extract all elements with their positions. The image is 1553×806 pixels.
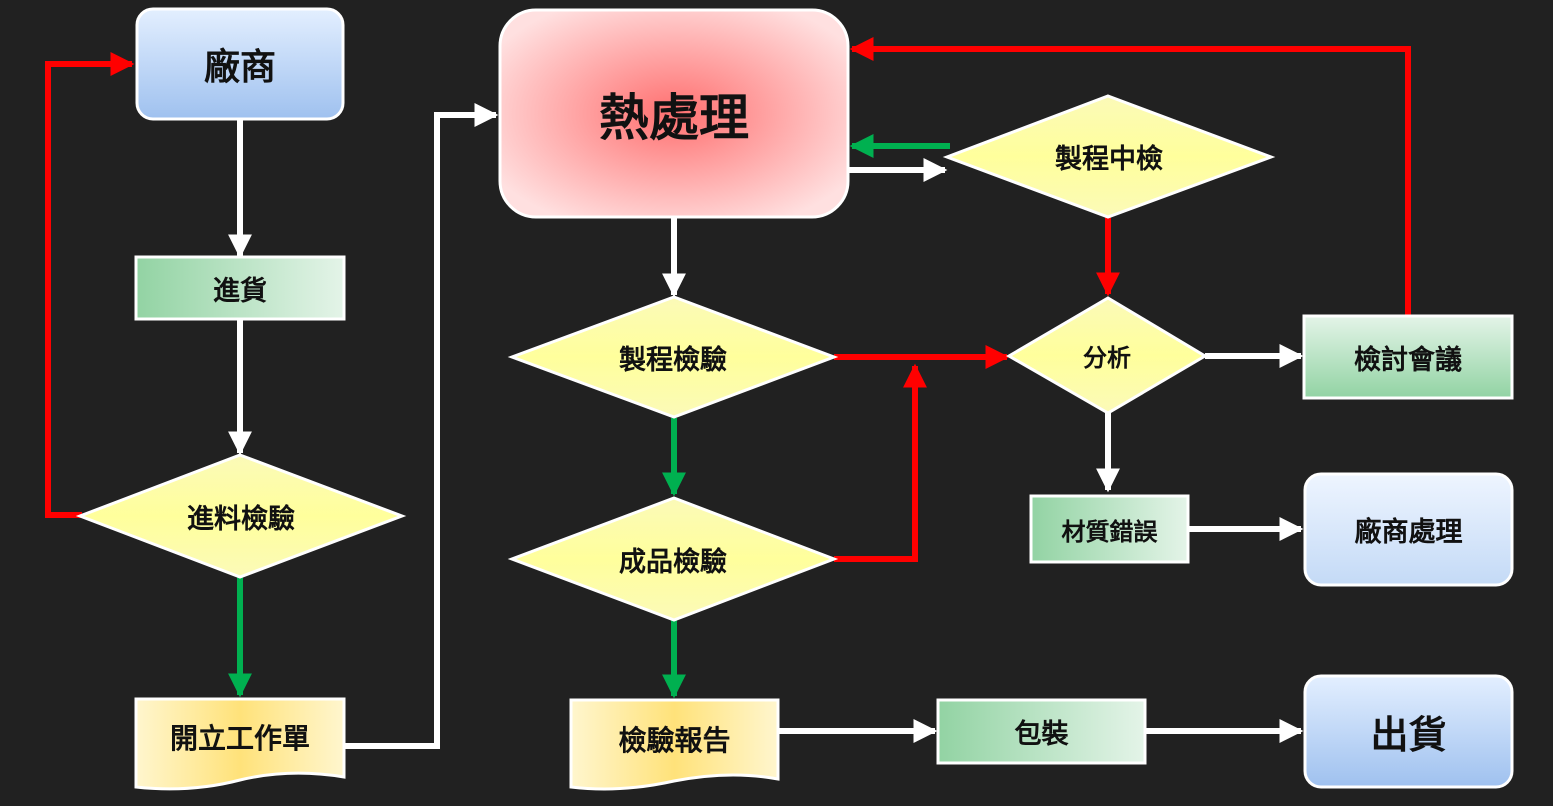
process-inspection-diamond	[507, 295, 839, 419]
material-error-box	[1029, 494, 1190, 564]
analysis-diamond	[1006, 296, 1208, 415]
in-process-check-diamond	[942, 94, 1276, 219]
supplier-box	[135, 7, 345, 121]
arrow-work-order-to-heat-treatment	[344, 103, 499, 749]
arrow-red-incoming-fail-to-supplier	[45, 52, 135, 518]
inspection-report-document	[569, 698, 780, 791]
receiving-box	[134, 255, 346, 321]
arrow-red-review-meeting-to-heat-treatment	[849, 37, 1411, 316]
final-inspection-diamond	[507, 496, 839, 622]
heat-treatment-box	[498, 8, 850, 219]
open-work-order-document	[134, 697, 346, 791]
review-meeting-box	[1302, 314, 1514, 400]
packaging-box	[936, 698, 1147, 765]
shipping-box	[1303, 674, 1514, 789]
supplier-handling-box	[1303, 472, 1514, 587]
incoming-inspection-diamond	[75, 453, 407, 579]
arrow-red-final-inspection-to-analysis	[834, 363, 927, 562]
